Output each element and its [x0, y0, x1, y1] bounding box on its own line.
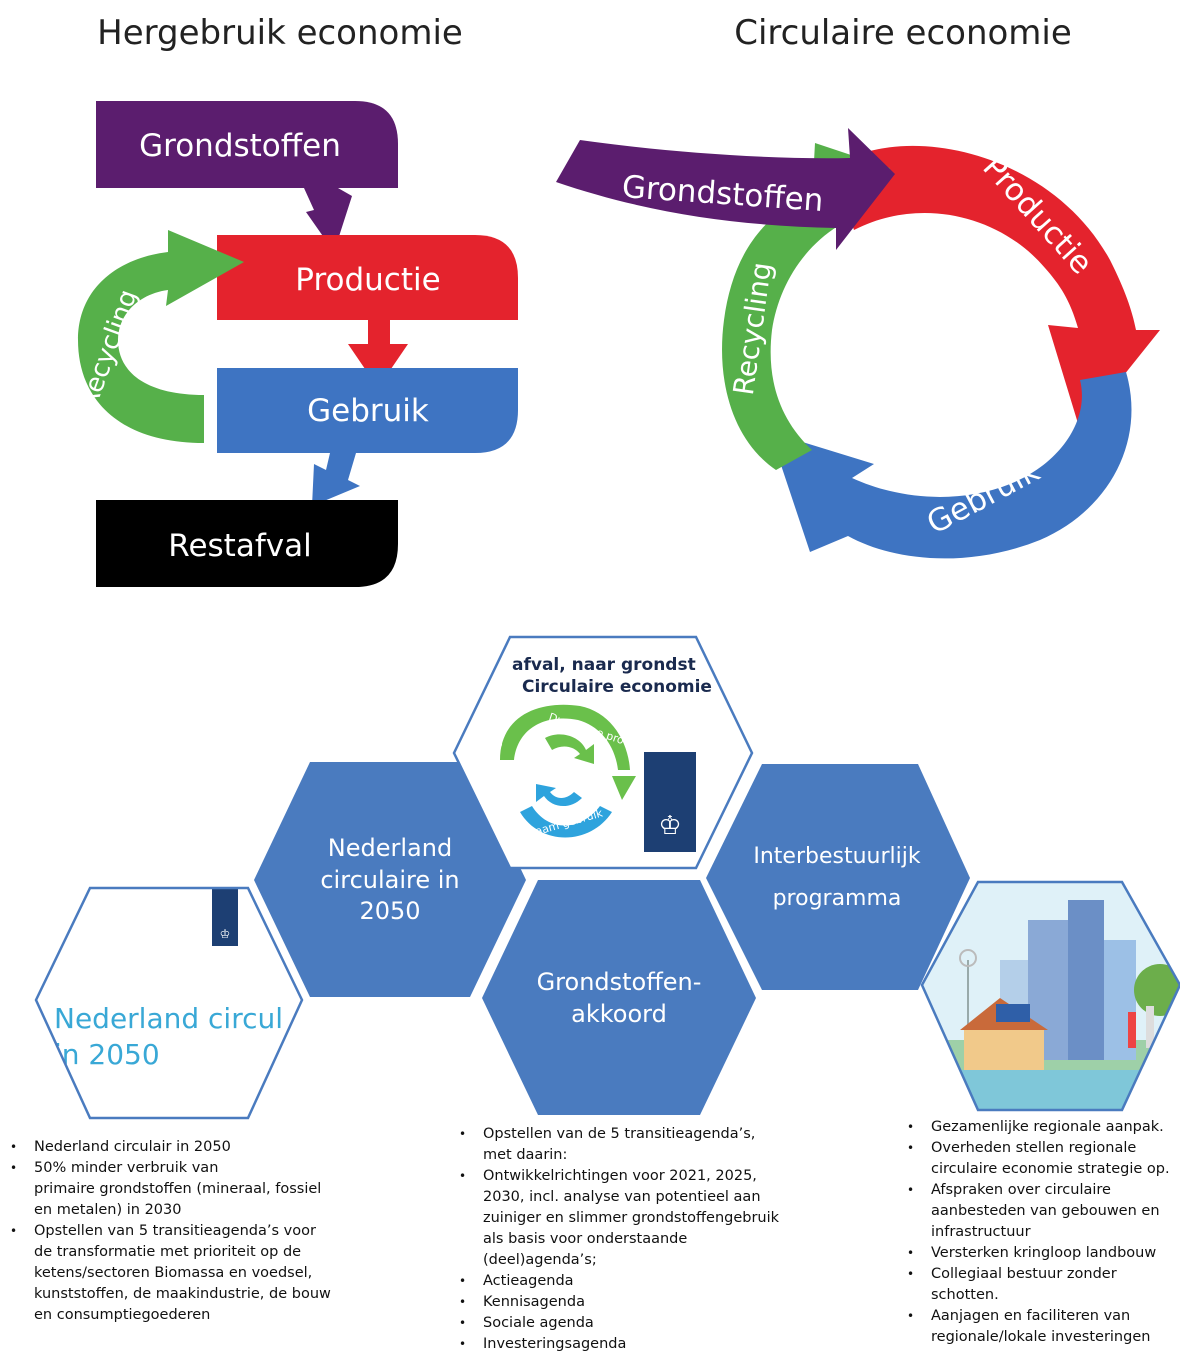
green-cycle-arrow [500, 704, 630, 770]
bullet-left-3e: en consumptiegoederen [34, 1307, 211, 1323]
doc-thumb-line1: Nederland circul [54, 1002, 283, 1035]
hex-city-illustration [920, 880, 1180, 1112]
svg-text:♔: ♔ [658, 811, 681, 841]
report-thumb-line1: afval, naar grondst [512, 655, 696, 675]
bullet-middle-4: Kennisagenda [457, 1292, 797, 1313]
bullet-middle-5: Sociale agenda [457, 1313, 797, 1334]
hex-grondstoffenakkoord [482, 880, 756, 1115]
bullet-left-1: Nederland circulair in 2050 [8, 1137, 338, 1158]
hex-report-thumbnail: afval, naar grondst Circulaire economie … [452, 635, 754, 870]
rijksoverheid-logo-small [212, 888, 238, 946]
blue-cycle-arrow [520, 806, 612, 838]
bullets-left: Nederland circulair in 2050 50% minder v… [8, 1137, 338, 1326]
bullet-right-3: Afspraken over circulaire [905, 1180, 1180, 1201]
productie-box [217, 235, 518, 320]
svg-text:♔: ♔ [220, 927, 231, 941]
hex-nederland-circulair [254, 762, 526, 997]
bullet-middle-1: Opstellen van de 5 transitieagenda’s, [457, 1124, 797, 1145]
gebruik-arc [770, 372, 1132, 559]
inner-blue-arrow [536, 784, 582, 807]
bullet-middle-2d: als basis voor onderstaande [483, 1231, 688, 1247]
report-arrow3-label: ling [485, 738, 504, 761]
bullet-left-2c: en metalen) in 2030 [34, 1202, 182, 1218]
gebruik-down-arrow [312, 453, 360, 506]
bullet-right-2: Overheden stellen regionale [905, 1138, 1180, 1159]
doc-thumb-line2: in 2050 [54, 1038, 160, 1071]
bullet-middle-1b: met daarin: [483, 1147, 568, 1163]
productie-down-arrow [348, 320, 408, 388]
productie-arc [832, 145, 1160, 431]
bullet-left-3c: ketens/sectoren Biomassa en voedsel, [34, 1265, 313, 1281]
bullet-middle-6: Investeringsagenda [457, 1334, 797, 1355]
bullet-middle-2e: (deel)agenda’s; [483, 1252, 597, 1268]
inner-green-arrow [545, 734, 594, 764]
bullets-middle: Opstellen van de 5 transitieagenda’s, me… [457, 1124, 797, 1355]
hex-interbestuurlijk [706, 764, 970, 990]
right-diagram-title: Circulaire economie [734, 13, 1072, 53]
bullets-right: Gezamenlijke regionale aanpak. Overheden… [905, 1117, 1180, 1348]
green-cycle-arrowhead [612, 776, 636, 800]
hex-akkoord-line2: akkoord [571, 1000, 667, 1028]
rijksoverheid-logo [644, 752, 696, 852]
gebruik-box [217, 368, 518, 453]
productie-label: Productie [295, 262, 440, 298]
bullet-middle-2b: 2030, incl. analyse van potentieel aan [483, 1189, 761, 1205]
grondstoffen-box [96, 101, 398, 188]
hex-nederland-line3: 2050 [359, 897, 420, 925]
bullet-middle-3: Actieagenda [457, 1271, 797, 1292]
bullet-right-3b: aanbesteden van gebouwen en [931, 1203, 1160, 1219]
bullet-left-2b: primaire grondstoffen (mineraal, fossiel [34, 1181, 322, 1197]
hex-nederland-line2: circulaire in [320, 866, 459, 894]
bullet-right-6b: regionale/lokale investeringen [931, 1329, 1151, 1345]
grondstoffen-arrow [556, 128, 895, 250]
grondstoffen-down-arrow [304, 188, 352, 252]
report-thumb-line2: Circulaire economie [522, 677, 712, 697]
hex-interbestuurlijk-line2: programma [773, 886, 902, 911]
grondstoffen-label: Grondstoffen [139, 128, 341, 164]
restafval-label: Restafval [168, 528, 311, 564]
bullet-right-6: Aanjagen en faciliteren van [905, 1306, 1180, 1327]
bullet-right-4: Versterken kringloop landbouw [905, 1243, 1180, 1264]
bullet-left-3b: de transformatie met prioriteit op de [34, 1244, 302, 1260]
bullet-right-5: Collegiaal bestuur zonder schotten. [905, 1264, 1180, 1306]
bullet-left-3: Opstellen van 5 transitieagenda’s voor [8, 1221, 338, 1242]
hex-akkoord-line1: Grondstoffen- [537, 968, 702, 996]
left-diagram-title: Hergebruik economie [97, 13, 463, 53]
bullet-right-3c: infrastructuur [931, 1224, 1031, 1240]
bullet-right-1: Gezamenlijke regionale aanpak. [905, 1117, 1180, 1138]
bullet-middle-2: Ontwikkelrichtingen voor 2021, 2025, [457, 1166, 797, 1187]
bullet-left-3d: kunststoffen, de maakindustrie, de bouw [34, 1286, 331, 1302]
bullet-left-2: 50% minder verbruik van [8, 1158, 338, 1179]
bullet-right-2b: circulaire economie strategie op. [931, 1161, 1170, 1177]
bullet-middle-2c: zuiniger en slimmer grondstoffengebruik [483, 1210, 780, 1226]
recycling-arrow [78, 230, 244, 443]
hex-nederland-line1: Nederland [328, 834, 452, 862]
hex-doc-thumbnail: ♔ Nederland circul in 2050 [34, 886, 304, 1120]
hex-interbestuurlijk-line1: Interbestuurlijk [753, 844, 920, 869]
gebruik-label: Gebruik [307, 393, 429, 429]
restafval-box [96, 500, 398, 587]
